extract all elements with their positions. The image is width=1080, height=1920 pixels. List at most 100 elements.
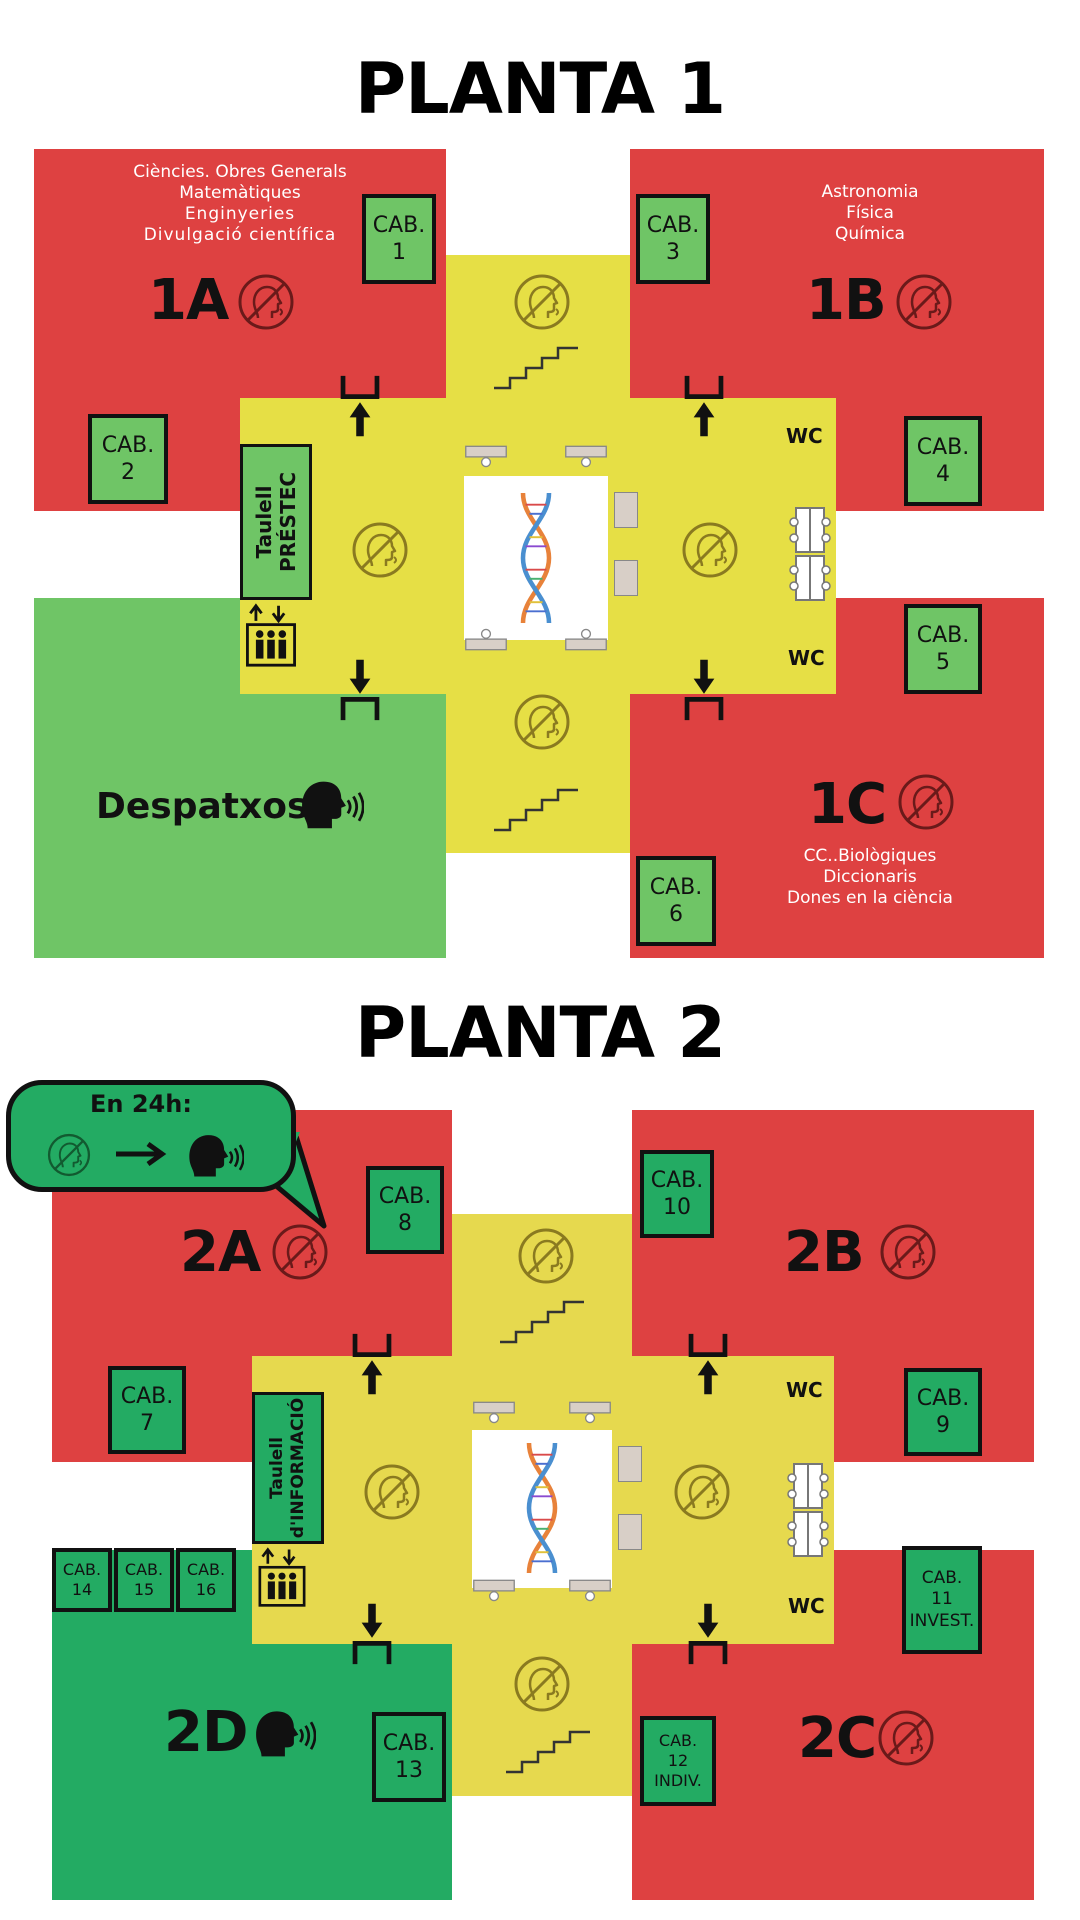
cabin-number: 6	[669, 902, 683, 927]
cabin-label: CAB.	[382, 1730, 436, 1756]
planta2-title: PLANTA 2	[354, 992, 726, 1074]
stairs-icon	[504, 1726, 594, 1776]
cabin-number: 13	[395, 1758, 423, 1783]
desk-chairs-icon	[568, 1400, 612, 1424]
cabin-9: CAB. 9	[904, 1368, 982, 1456]
toilets-icon	[788, 498, 832, 610]
cabin-number: 15	[133, 1580, 155, 1599]
taulell-text: Taulell PRÉSTEC	[252, 472, 300, 572]
despatxos-label: Despatxos	[96, 786, 309, 827]
cabin-label: CAB.	[921, 1568, 963, 1589]
desk-chairs-icon	[564, 444, 608, 468]
no-talking-icon	[876, 1708, 936, 1768]
no-talking-icon	[362, 1462, 422, 1522]
stairs-icon	[492, 342, 582, 392]
toilets-icon	[786, 1454, 830, 1566]
taulell-informacio: Taulell d'INFORMACIÓ	[252, 1392, 324, 1544]
cabin-13: CAB. 13	[372, 1712, 446, 1802]
arrow-right-icon	[116, 1142, 167, 1166]
taulell-line: Taulell	[252, 485, 277, 559]
topic: Física	[846, 203, 894, 223]
topic: Química	[835, 224, 905, 244]
zone-2d-label: 2D	[164, 1700, 248, 1765]
no-talking-icon	[894, 272, 954, 332]
bubble-text: En 24h:	[90, 1090, 192, 1118]
desk-chairs-icon	[568, 1578, 612, 1602]
desk-chairs-icon	[472, 1400, 516, 1424]
topic: Astronomia	[821, 182, 919, 202]
wc-label: WC	[788, 646, 825, 670]
cabin-label: CAB.	[646, 212, 700, 238]
zone-2a-label: 2A	[180, 1220, 261, 1285]
side-desk	[614, 492, 638, 528]
topic: Ciències. Obres Generals	[133, 162, 347, 182]
cabin-15: CAB. 15	[114, 1548, 174, 1612]
zone-1b-label: 1B	[806, 268, 887, 333]
topic: Matemàtiques	[179, 183, 301, 203]
zone-2c-label: 2C	[798, 1706, 877, 1771]
cabin-number: 14	[71, 1580, 93, 1599]
no-talking-icon	[236, 272, 296, 332]
dna-icon	[516, 1416, 568, 1600]
zone-1a-topics: Ciències. Obres Generals Matemàtiques En…	[90, 162, 390, 246]
cabin-label: CAB.	[62, 1560, 102, 1579]
cabin-number: 2	[121, 460, 135, 485]
no-talking-icon	[350, 520, 410, 580]
topic: CC..Biològiques	[803, 846, 937, 866]
arrow-down-icon	[684, 656, 724, 722]
zone-2b-label: 2B	[784, 1220, 865, 1285]
no-talking-icon	[512, 692, 572, 752]
cabin-6: CAB. 6	[636, 856, 716, 946]
cabin-number: 12	[667, 1751, 689, 1770]
central-table-area	[464, 476, 608, 640]
side-desk	[618, 1446, 642, 1482]
cabin-14: CAB. 14	[52, 1548, 112, 1612]
cabin-label: CAB.	[650, 1167, 704, 1193]
arrow-down-icon	[340, 656, 380, 722]
cabin-label: CAB.	[916, 434, 970, 460]
cabin-label: CAB.	[372, 212, 426, 238]
cabin-number: 3	[666, 240, 680, 265]
no-talking-icon	[46, 1132, 92, 1178]
wc-label: WC	[786, 1378, 823, 1402]
cabin-number: 11	[931, 1589, 953, 1610]
stairs-icon	[492, 784, 582, 834]
cabin-label: CAB.	[916, 622, 970, 648]
arrow-down-icon	[688, 1600, 728, 1666]
wc-label: WC	[786, 424, 823, 448]
cabin-4: CAB. 4	[904, 416, 982, 506]
speaking-head-icon	[298, 776, 364, 832]
no-talking-icon	[512, 272, 572, 332]
stairs-icon	[498, 1296, 588, 1346]
cabin-2: CAB. 2	[88, 414, 168, 504]
taulell-line: d'INFORMACIÓ	[288, 1397, 309, 1539]
elevator-icon	[256, 1546, 308, 1608]
topic: Dones en la ciència	[787, 888, 953, 908]
cabin-8: CAB. 8	[366, 1166, 444, 1254]
cabin-number: 10	[663, 1195, 691, 1220]
planta1-title: PLANTA 1	[354, 48, 726, 130]
taulell-prestec: Taulell PRÉSTEC	[240, 444, 312, 600]
cabin-number: 5	[936, 650, 950, 675]
cabin-16: CAB. 16	[176, 1548, 236, 1612]
taulell-line: Taulell	[267, 1437, 288, 1500]
cabin-label: CAB.	[120, 1383, 174, 1409]
topic: Enginyeries	[184, 204, 296, 224]
zone-1a-label: 1A	[148, 268, 229, 333]
cabin-3: CAB. 3	[636, 194, 710, 284]
cabin-note: INVEST.	[909, 1610, 975, 1631]
desk-chairs-icon	[564, 628, 608, 652]
taulell-line: PRÉSTEC	[276, 471, 301, 573]
speaking-head-icon	[252, 1706, 316, 1760]
arrow-up-icon	[352, 1332, 392, 1398]
speech-bubble	[6, 1080, 296, 1192]
cabin-label: CAB.	[378, 1183, 432, 1209]
zone-1c-topics: CC..Biològiques Diccionaris Dones en la …	[750, 846, 990, 909]
zone-1b-topics: Astronomia Física Química	[760, 182, 980, 245]
speaking-head-icon	[186, 1130, 244, 1180]
no-talking-icon	[680, 520, 740, 580]
cabin-12: CAB. 12 INDIV.	[640, 1716, 716, 1806]
desk-chairs-icon	[464, 444, 508, 468]
arrow-up-icon	[340, 374, 380, 440]
cabin-5: CAB. 5	[904, 604, 982, 694]
